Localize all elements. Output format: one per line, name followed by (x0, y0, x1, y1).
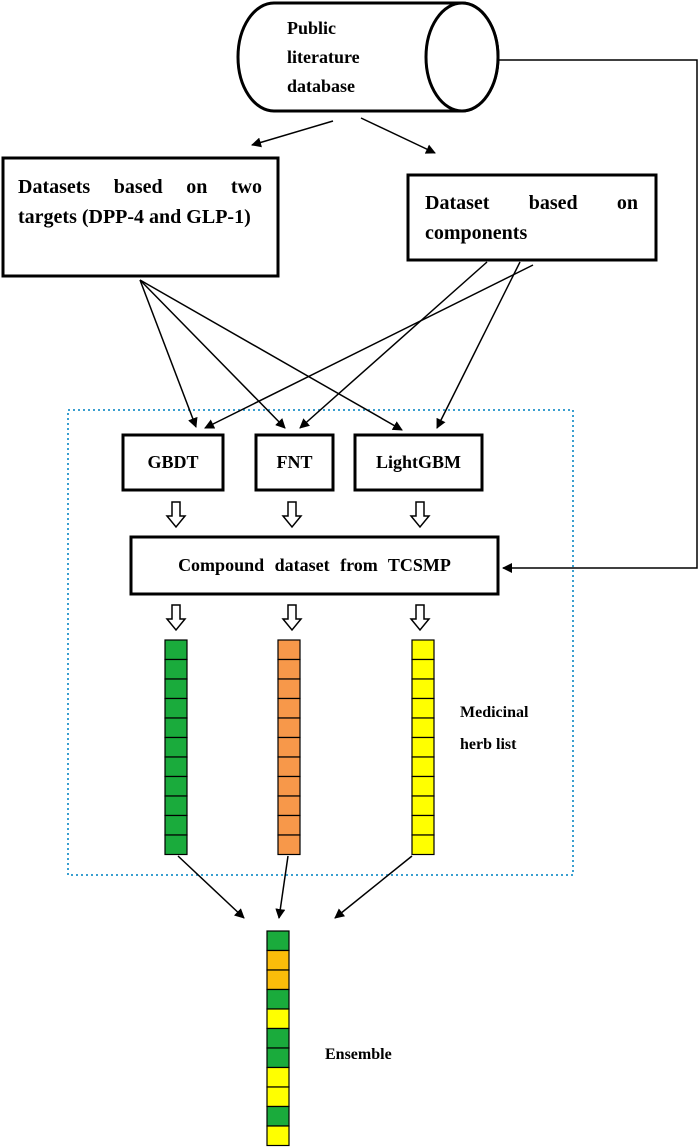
ensemble-label: Ensemble (325, 1046, 392, 1063)
ensemble-cell (266, 949, 290, 971)
herb-list-cell (411, 697, 435, 719)
herb-list-cell (164, 814, 188, 836)
database-label-line: database (287, 76, 356, 96)
arrow-targets-to-gbdt (139, 279, 198, 428)
ensemble-cell (266, 988, 290, 1010)
herb-list-cell (164, 756, 188, 778)
targets-dataset-label: Datasets based on two targets (DPP-4 and… (18, 176, 262, 228)
lightgbm-box (353, 433, 484, 492)
herb-list-cell (277, 717, 301, 739)
ensemble-list (266, 930, 290, 1147)
model-label-gbdt: GBDT (147, 452, 199, 472)
herb-list-cell (411, 795, 435, 817)
database-cylinder-icon (236, 1, 500, 113)
arrow-lightgbm-list-to-ensemble (334, 855, 413, 919)
herb-list-cell (164, 658, 188, 680)
targets-dataset-box (1, 156, 280, 278)
arrow-gbdt-list-to-ensemble (177, 855, 245, 919)
hollow-arrow-gbdt-icon (165, 501, 187, 529)
herb-list-cell (277, 814, 301, 836)
herb-list-cell (164, 795, 188, 817)
ensemble-cell (266, 969, 290, 991)
hollow-arrow-fnt-icon (281, 501, 303, 529)
herb-list-cell (277, 678, 301, 700)
herb-list-label-line: Medicinal (460, 704, 529, 721)
herb-list-label: Medicinal herb list (460, 697, 528, 761)
herb-list-cell (411, 658, 435, 680)
connector-db-to-compound (498, 59, 698, 573)
herb-list-cell (277, 658, 301, 680)
ensemble-cell (266, 1066, 290, 1088)
ensemble-cell (266, 1027, 290, 1049)
database-label-line: Public (287, 18, 337, 38)
arrow-targets-to-lightgbm (139, 279, 403, 431)
herb-list-cell (277, 736, 301, 758)
ensemble-cell (266, 1008, 290, 1030)
herb-list-cell (277, 795, 301, 817)
hollow-arrow-fnt-list-icon (281, 604, 303, 632)
herb-list-cell (164, 736, 188, 758)
ensemble-cell (266, 930, 290, 952)
components-dataset-label: Dataset based on components (425, 192, 638, 244)
ensemble-cell (266, 1105, 290, 1127)
compound-dataset-box (129, 535, 500, 596)
model-label-lightgbm: LightGBM (375, 452, 461, 472)
herb-list-cell (164, 834, 188, 856)
herb-list-cell (411, 834, 435, 856)
herb-list-cell (411, 775, 435, 797)
model-label-fnt: FNT (276, 452, 313, 472)
arrow-db-to-components (360, 117, 436, 154)
herb-list-label-line: herb list (460, 736, 517, 753)
herb-list-cell (164, 678, 188, 700)
hollow-arrow-lightgbm-icon (409, 501, 431, 529)
herb-list-cell (277, 639, 301, 661)
herb-list-fnt (277, 639, 301, 856)
ensemble-cell (266, 1125, 290, 1147)
herb-list-cell (164, 639, 188, 661)
ensemble-cell (266, 1086, 290, 1108)
arrow-components-to-gbdt (204, 264, 534, 429)
fnt-box (254, 433, 335, 492)
herb-list-lightgbm (411, 639, 435, 856)
gbdt-box (121, 433, 225, 492)
herb-list-cell (411, 678, 435, 700)
hollow-arrow-gbdt-list-icon (165, 604, 187, 632)
herb-list-gbdt (164, 639, 188, 856)
hollow-arrow-lightgbm-list-icon (409, 604, 431, 632)
database-label: Public literature database (287, 14, 360, 101)
arrow-targets-to-fnt (139, 279, 286, 429)
database-label-line: literature (287, 47, 360, 67)
herb-list-cell (277, 834, 301, 856)
herb-list-cell (411, 736, 435, 758)
components-dataset-box (406, 173, 658, 262)
compound-dataset-label: Compound dataset from TCSMP (178, 555, 451, 575)
herb-list-cell (411, 717, 435, 739)
herb-list-cell (411, 756, 435, 778)
herb-list-cell (411, 814, 435, 836)
arrow-db-to-targets (251, 120, 334, 148)
herb-list-cell (277, 756, 301, 778)
arrow-fnt-list-to-ensemble (275, 855, 289, 919)
herb-list-cell (164, 697, 188, 719)
herb-list-cell (164, 717, 188, 739)
arrow-components-to-fnt (299, 261, 488, 429)
herb-list-cell (277, 697, 301, 719)
herb-list-cell (411, 639, 435, 661)
herb-list-cell (277, 775, 301, 797)
ensemble-cell (266, 1047, 290, 1069)
herb-list-cell (164, 775, 188, 797)
arrow-components-to-lightgbm (436, 261, 521, 429)
components-dataset-label-line: Dataset based on components (425, 188, 638, 248)
